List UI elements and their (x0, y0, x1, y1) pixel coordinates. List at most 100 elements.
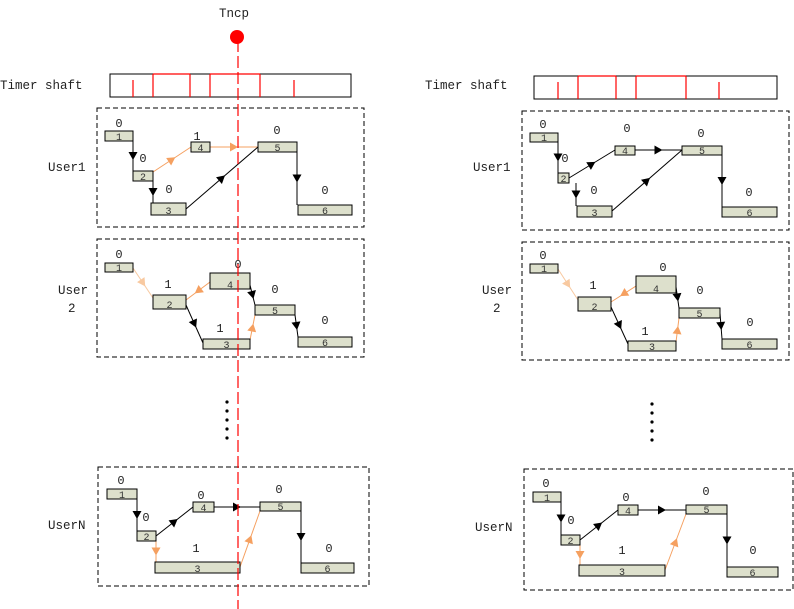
node-id: 1 (544, 494, 550, 505)
node-5: 50 (685, 485, 728, 517)
timer-shaft-label: Timer shaft (425, 79, 508, 93)
arrowhead-icon (641, 177, 651, 187)
arrowhead-icon (672, 292, 682, 302)
node-id: 2 (140, 173, 146, 184)
node-id: 1 (116, 133, 122, 144)
node-3: 31 (202, 322, 251, 352)
arrowhead-icon (658, 505, 666, 515)
node-2: 20 (557, 152, 570, 186)
arrowhead-icon (654, 145, 663, 155)
user-label: 2 (493, 302, 501, 316)
node-state: 0 (745, 186, 752, 200)
user-label: UserN (48, 519, 86, 533)
node-2: 21 (577, 279, 612, 314)
node-3: 31 (578, 544, 666, 579)
ellipsis-dot (650, 402, 654, 406)
node-1: 10 (106, 474, 138, 502)
arrowhead-icon (556, 514, 566, 523)
user-box (96, 107, 365, 228)
node-state: 0 (697, 127, 704, 141)
user-label: User1 (48, 161, 86, 175)
node-state: 0 (273, 124, 280, 138)
arrowhead-icon (593, 522, 603, 532)
node-state: 0 (702, 485, 709, 499)
node-state: 0 (696, 284, 703, 298)
node-state: 0 (746, 316, 753, 330)
arrowhead-icon (247, 323, 257, 333)
arrowhead-icon (575, 551, 585, 559)
node-id: 1 (541, 134, 547, 145)
node-id: 4 (200, 504, 206, 515)
node-5: 50 (678, 284, 721, 321)
arrowhead-icon (166, 157, 176, 166)
arrowhead-icon (244, 535, 253, 545)
user-label: 2 (68, 302, 76, 316)
node-state: 0 (539, 118, 546, 132)
timer-shaft-label: Timer shaft (0, 79, 83, 93)
node-id: 1 (119, 491, 125, 502)
node-state: 0 (749, 544, 756, 558)
arrowhead-icon (620, 288, 630, 297)
user-label: User (482, 284, 512, 298)
checkpoint-marker: Tncp (219, 7, 249, 609)
node-5: 50 (259, 483, 302, 514)
arrowhead-icon (132, 511, 142, 519)
ellipsis-dot (650, 411, 654, 415)
node-state: 0 (321, 184, 328, 198)
arrowhead-icon (233, 502, 241, 512)
node-3: 30 (150, 183, 187, 218)
user-box (97, 466, 370, 587)
node-id: 4 (653, 285, 659, 296)
arrowhead-icon (148, 188, 158, 196)
node-state: 0 (659, 261, 666, 275)
node-state: 0 (115, 248, 122, 262)
node-id: 3 (223, 341, 229, 352)
timer-shaft (109, 73, 352, 98)
node-1: 10 (529, 118, 559, 145)
arrowhead-icon (292, 174, 302, 183)
node-3: 31 (627, 325, 677, 354)
node-1: 10 (529, 249, 559, 276)
arrowhead-icon (716, 321, 726, 330)
node-state: 0 (590, 184, 597, 198)
node-id: 4 (625, 507, 631, 518)
node-id: 2 (591, 303, 597, 314)
node-id: 2 (560, 175, 566, 186)
node-state: 0 (567, 514, 574, 528)
arrowhead-icon (151, 547, 161, 556)
arrowhead-icon (188, 318, 197, 328)
node-6: 60 (297, 314, 353, 350)
arrowhead-icon (216, 175, 226, 185)
arrowhead-icon (717, 177, 727, 185)
node-state: 0 (139, 152, 146, 166)
arrowhead-icon (722, 536, 732, 545)
ellipsis-dot (650, 438, 654, 442)
node-6: 60 (721, 186, 778, 220)
user-label: User1 (473, 161, 511, 175)
node-id: 1 (541, 265, 547, 276)
node-id: 4 (227, 281, 233, 292)
node-state: 1 (216, 322, 223, 336)
node-3: 30 (576, 184, 613, 220)
arrowhead-icon (291, 321, 301, 330)
node-state: 0 (165, 183, 172, 197)
node-3: 31 (154, 542, 241, 576)
node-2: 21 (152, 278, 187, 312)
node-state: 0 (623, 122, 630, 136)
arrowhead-icon (669, 538, 679, 548)
node-id: 5 (274, 144, 280, 155)
user-label: User (58, 284, 88, 298)
arrowhead-icon (613, 319, 622, 330)
node-id: 2 (567, 537, 573, 548)
node-state: 0 (542, 477, 549, 491)
node-state: 0 (622, 491, 629, 505)
arrowhead-icon (571, 190, 581, 199)
arrowhead-icon (128, 152, 138, 160)
node-state: 0 (539, 249, 546, 263)
node-id: 3 (194, 565, 200, 576)
node-state: 1 (589, 279, 596, 293)
node-6: 60 (721, 316, 778, 352)
